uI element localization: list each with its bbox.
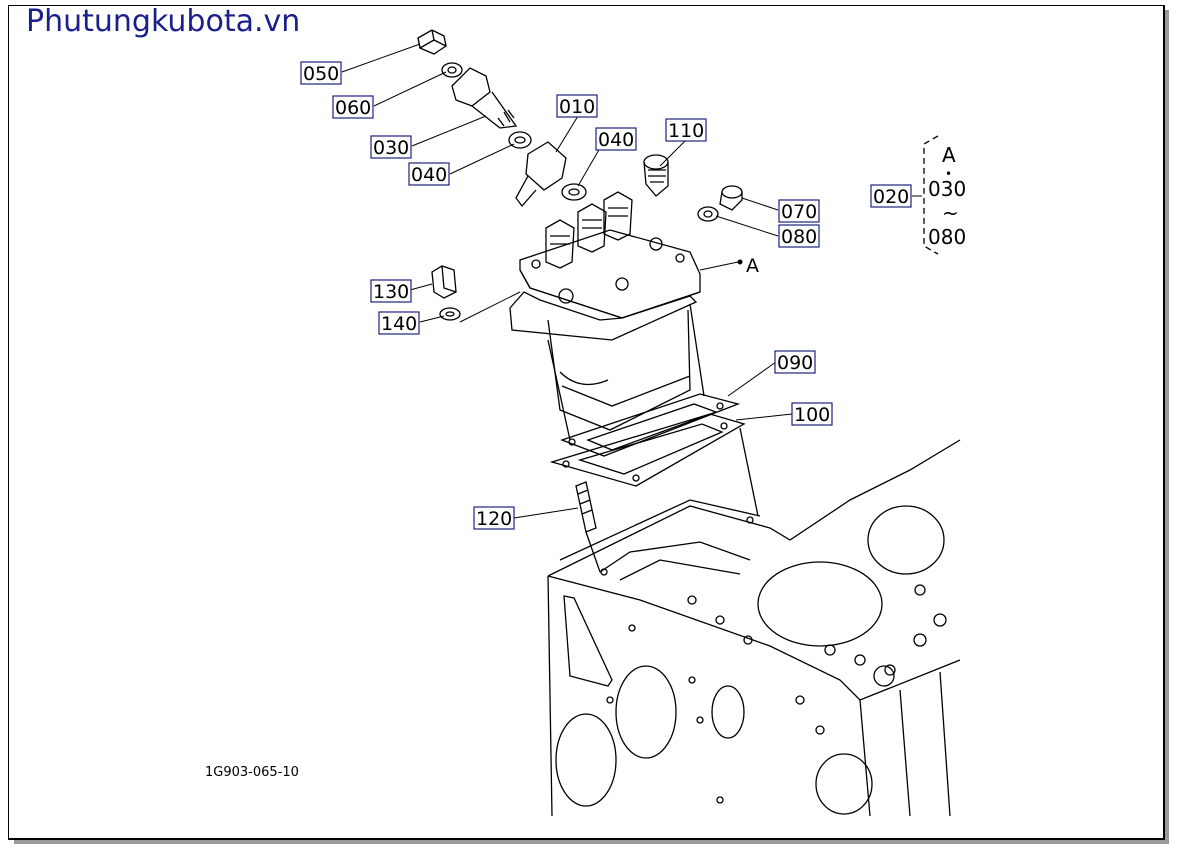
svg-text:130: 130 [373,281,409,303]
ref-point-label: A [746,255,759,277]
svg-text:020: 020 [873,186,909,208]
callout-080[interactable]: 080 [778,224,820,248]
leader-lines [341,43,922,519]
bracket-mid: 030 [928,177,966,201]
air-vent-screw-110 [643,154,669,197]
crankcase-block [547,439,961,817]
svg-text:080: 080 [781,226,817,248]
frame-shadow-right [1165,10,1169,844]
diagram-frame [8,5,1165,840]
callout-090[interactable]: 090 [774,350,816,374]
svg-text:070: 070 [781,201,817,223]
plug-070 [719,185,743,211]
callout-120[interactable]: 120 [473,506,515,530]
cap-130 [431,265,457,299]
gasket-100 [549,413,746,487]
svg-text:040: 040 [411,164,447,186]
injection-pump [509,191,701,431]
svg-text:140: 140 [381,313,417,335]
callout-110[interactable]: 110 [665,118,707,142]
callout-140[interactable]: 140 [378,311,420,335]
banjo-bolt-050 [417,29,447,55]
svg-text:060: 060 [335,97,371,119]
svg-text:100: 100 [794,404,830,426]
stud-bolt-120 [575,481,597,533]
svg-text:120: 120 [476,508,512,530]
svg-text:030: 030 [373,137,409,159]
callout-040a[interactable]: 040 [408,162,450,186]
svg-text:040: 040 [598,129,634,151]
bracket-tilde: ~ [942,201,959,225]
gasket-090 [560,393,741,457]
delivery-valve-holder-010 [515,141,567,208]
svg-text:010: 010 [559,96,595,118]
svg-text:110: 110 [668,120,704,142]
callout-130[interactable]: 130 [370,279,412,303]
callout-060[interactable]: 060 [332,95,374,119]
callout-030[interactable]: 030 [370,135,412,159]
callout-100[interactable]: 100 [791,402,833,426]
svg-text:090: 090 [777,352,813,374]
drawing-lines [417,29,961,817]
bracket-dot: • [945,167,952,181]
callout-070[interactable]: 070 [778,199,820,223]
callout-010[interactable]: 010 [556,94,598,118]
callout-050[interactable]: 050 [300,61,342,85]
frame-shadow-bottom [14,840,1169,844]
callout-020[interactable]: 020 [870,184,912,208]
diagram-code: 1G903-065-10 [205,765,299,780]
banjo-fitting-030 [451,67,518,129]
site-watermark: Phutungkubota.vn [26,4,301,39]
bracket-top: A [942,143,956,167]
ref-point-dot [737,259,743,265]
washer-060 [441,62,463,78]
svg-text:050: 050 [303,63,339,85]
callout-040b[interactable]: 040 [595,127,637,151]
bracket-bottom: 080 [928,225,966,249]
